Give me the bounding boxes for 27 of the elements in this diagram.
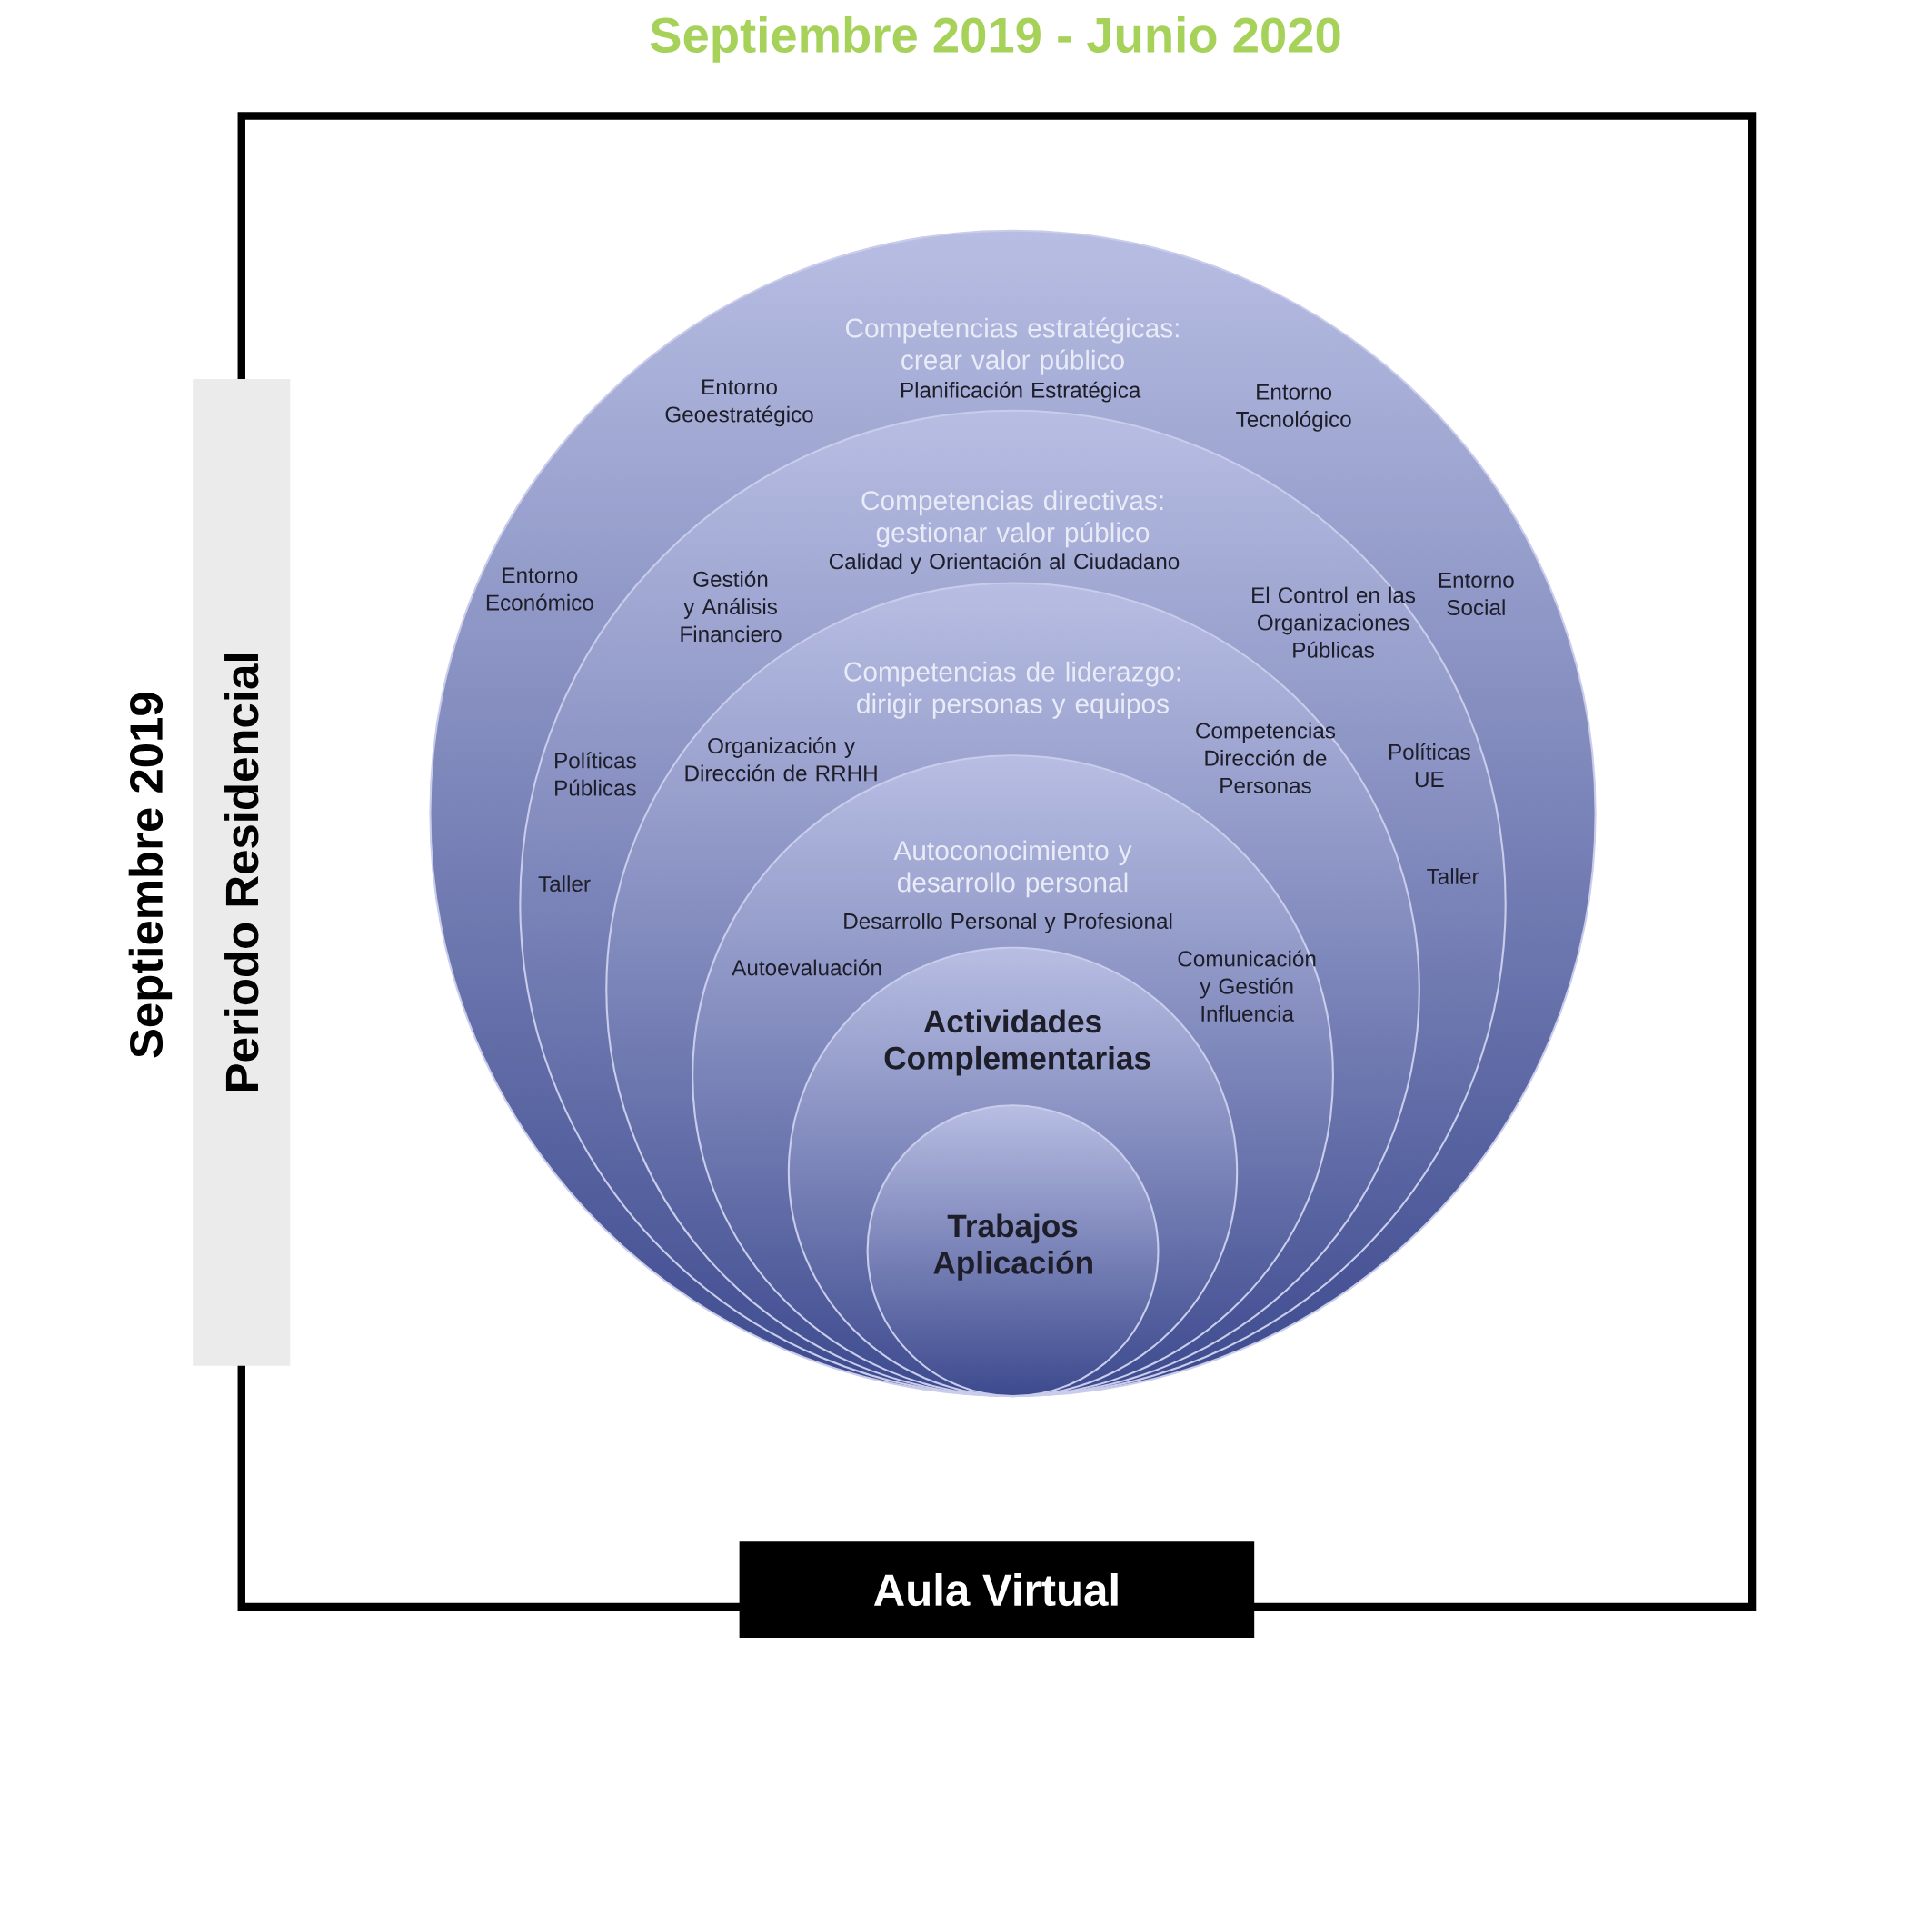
ring-heading: Competencias de liderazgo: dirigir personas y equipos	[844, 661, 1180, 719]
topic-label: El Control en las Organizaciones Públicas	[1252, 586, 1416, 658]
topic-label: Políticas UE	[1389, 743, 1470, 788]
topic-label: Políticas Públicas	[555, 752, 636, 796]
topic-label: Comunicación y Gestión Influencia	[1178, 950, 1316, 1022]
ring-heading: Competencias directivas: gestionar valor público	[861, 490, 1163, 548]
topic-label: Taller	[1427, 868, 1479, 884]
topic-label: Taller	[538, 875, 591, 893]
topic-label: Autoevaluación	[732, 959, 881, 976]
circle-label: Trabajos Aplicación	[933, 1213, 1092, 1281]
side-label: Septiembre 2019	[128, 693, 173, 1058]
topic-label: Competencias Dirección de Personas	[1196, 722, 1336, 794]
ring-heading: Competencias estratégicas: crear valor público	[846, 317, 1179, 375]
topic-label: Entorno Económico	[486, 567, 593, 611]
title: Septiembre 2019 - Junio 2020	[650, 16, 1340, 63]
topic-label: Gestión y Análisis Financiero	[681, 570, 782, 643]
ring-heading: Autoconocimiento y desarrollo personal	[893, 840, 1132, 898]
topic-label: Planificación Estratégica	[901, 381, 1141, 403]
topic-label: Entorno Tecnológico	[1236, 384, 1351, 432]
label-bar: Aula Virtual	[739, 1541, 1255, 1638]
topic-label: Desarrollo Personal y Profesional	[844, 913, 1172, 933]
circle-label: Actividades Complementarias	[884, 1009, 1150, 1076]
topic-label: Entorno Geoestratégico	[665, 379, 813, 427]
topic-label: Organización y Dirección de RRHH	[685, 737, 877, 782]
side-band: Periodo Residencial	[193, 379, 291, 1366]
topic-label: Calidad y Orientación al Ciudadano	[829, 553, 1180, 574]
topic-label: Entorno Social	[1439, 573, 1514, 616]
